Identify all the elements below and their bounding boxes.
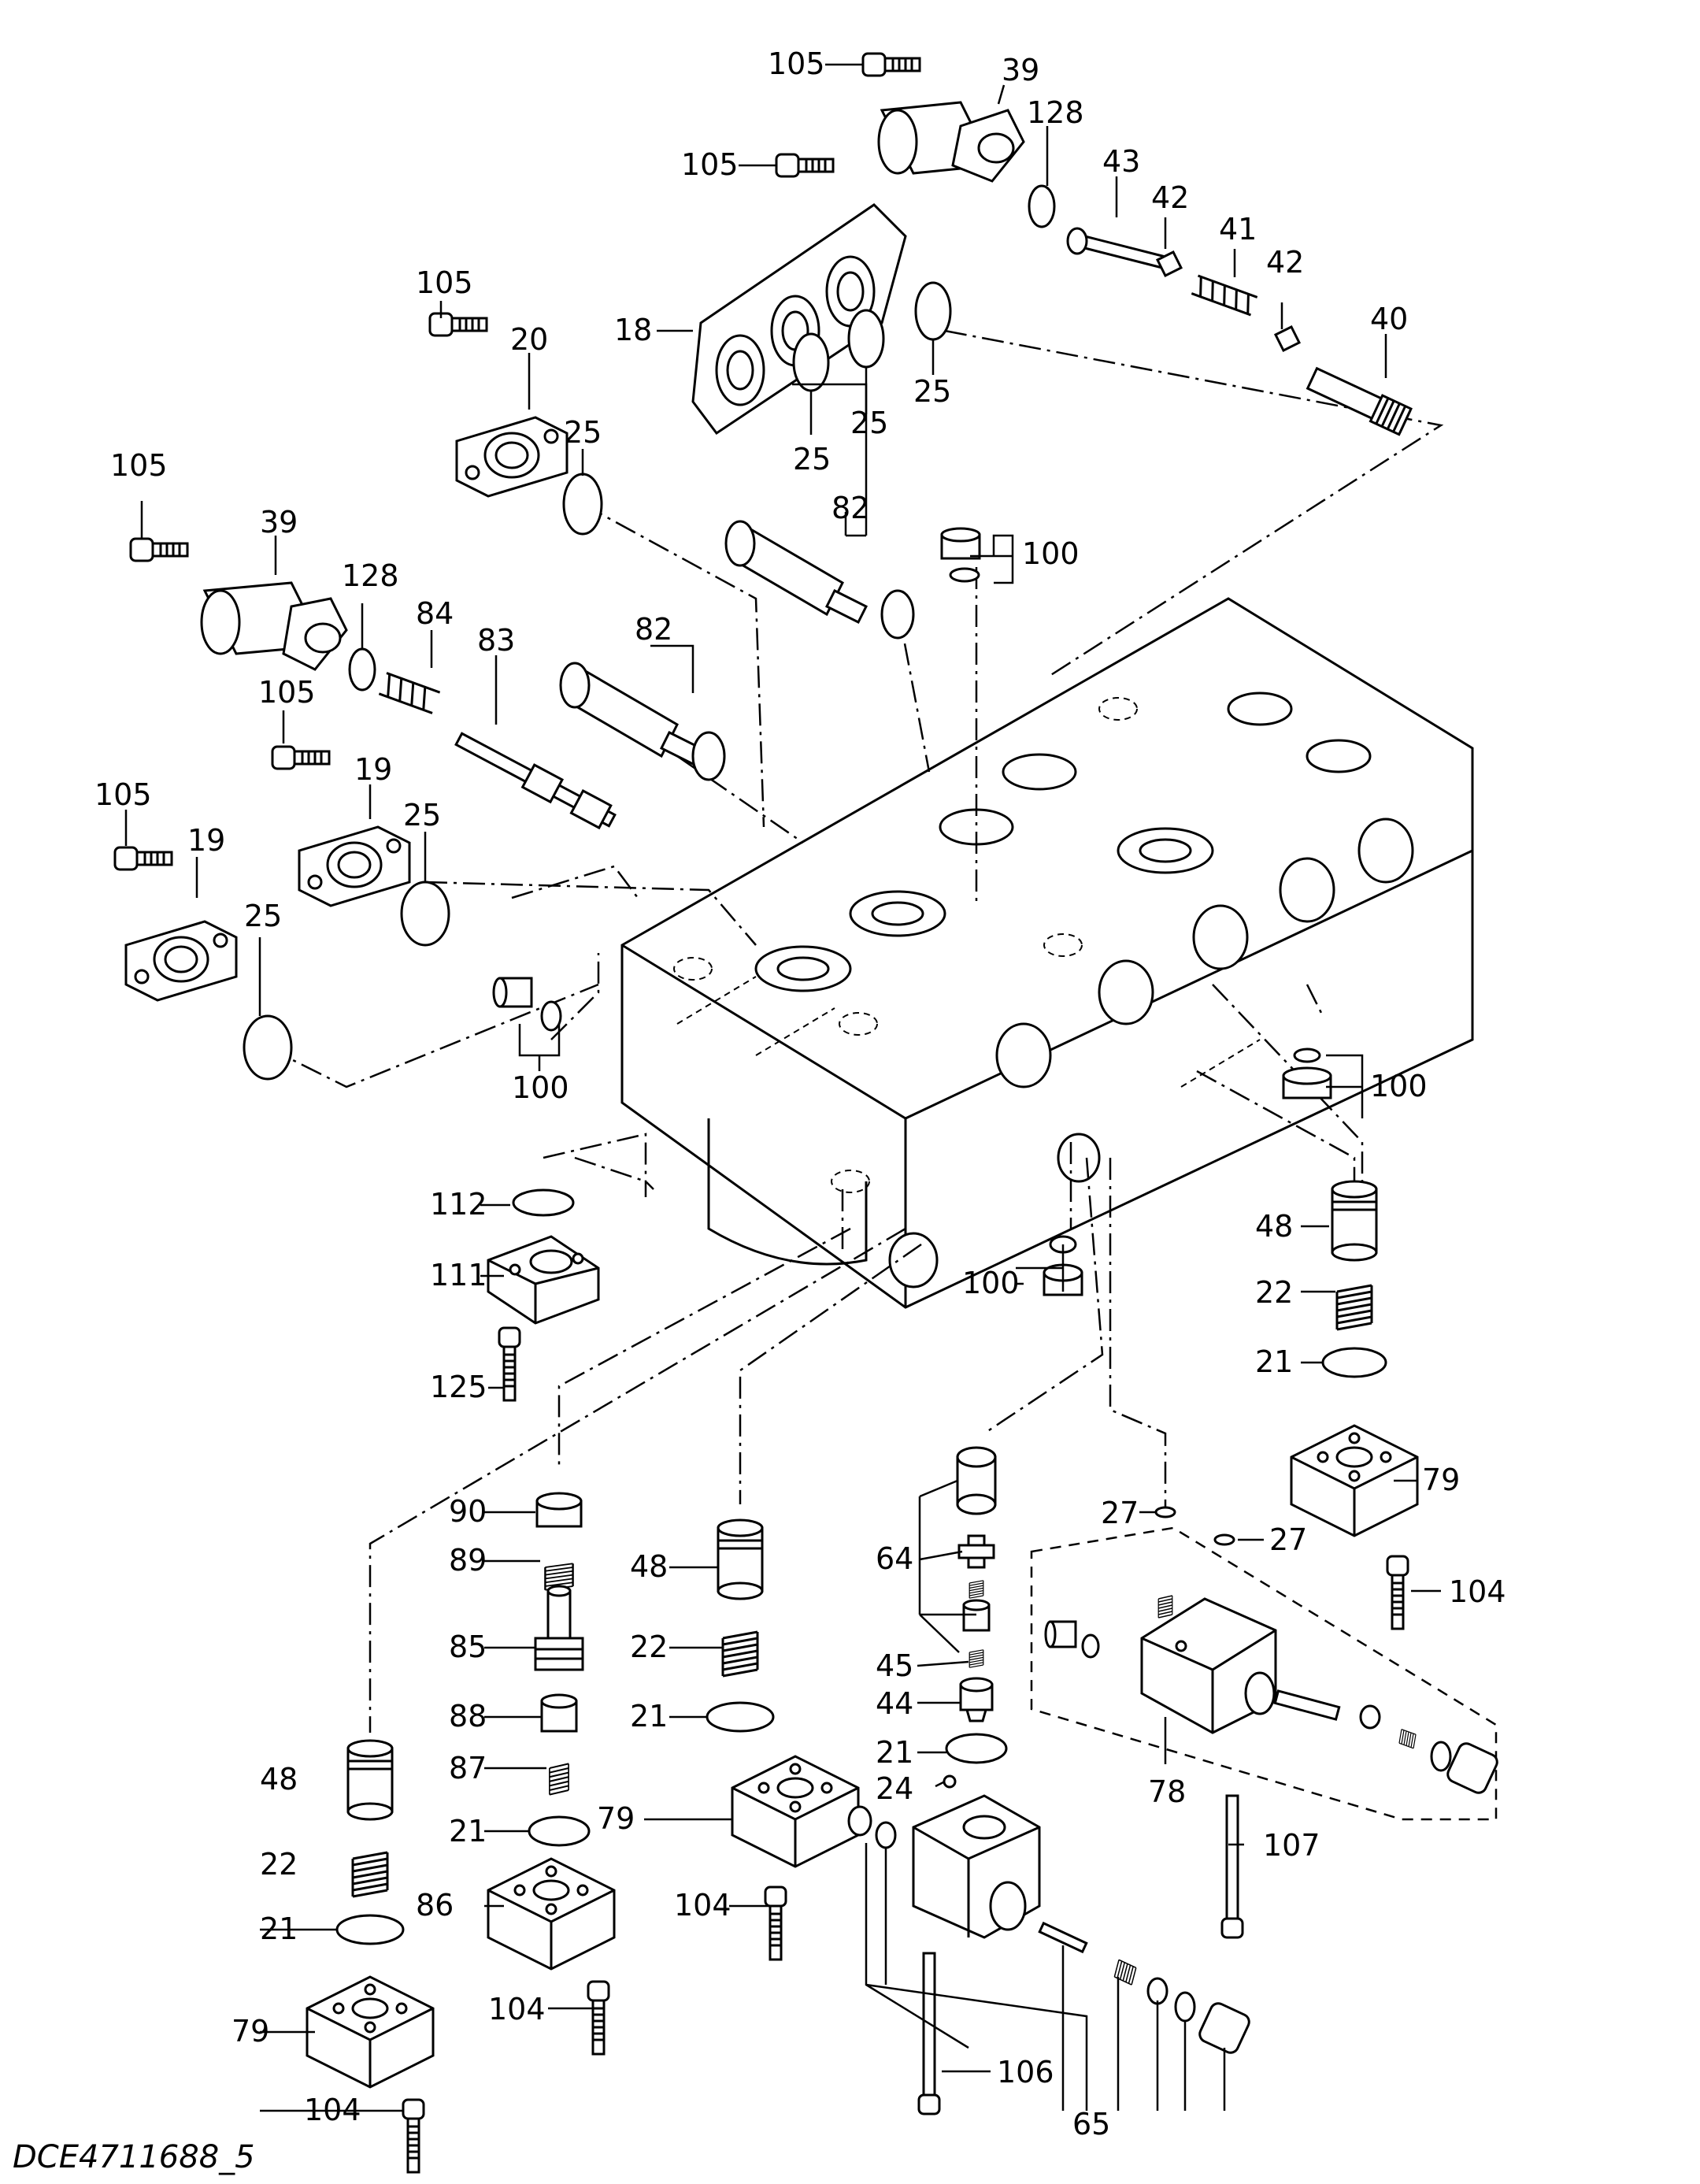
label-105: 105	[94, 777, 152, 812]
label-104: 104	[304, 2093, 361, 2127]
label-79: 79	[1422, 1463, 1460, 1497]
label-105: 105	[768, 46, 825, 81]
label-19: 19	[187, 823, 225, 858]
leader-lines	[124, 63, 1441, 2112]
label-90: 90	[449, 1494, 487, 1529]
label-25: 25	[913, 374, 951, 409]
label-105: 105	[681, 147, 739, 182]
label-25: 25	[244, 899, 282, 933]
label-82: 82	[831, 491, 869, 525]
label-40: 40	[1370, 302, 1408, 336]
label-42: 42	[1151, 180, 1189, 215]
label-20: 20	[510, 322, 548, 357]
label-86: 86	[416, 1888, 454, 1923]
label-105: 105	[110, 448, 168, 483]
label-79: 79	[231, 2014, 269, 2049]
label-128: 128	[342, 558, 399, 593]
label-128: 128	[1027, 95, 1084, 130]
subassembly-78-outline	[1030, 1526, 1498, 1821]
label-24: 24	[876, 1771, 913, 1806]
label-27: 27	[1269, 1522, 1307, 1557]
label-43: 43	[1102, 144, 1140, 179]
assembly-centerlines	[267, 329, 1444, 1733]
label-25: 25	[564, 415, 602, 450]
label-105: 105	[416, 265, 473, 300]
label-104: 104	[1449, 1574, 1506, 1609]
label-21: 21	[260, 1911, 298, 1946]
label-89: 89	[449, 1543, 487, 1578]
label-107: 107	[1263, 1828, 1320, 1863]
label-21: 21	[1255, 1344, 1293, 1379]
label-111: 111	[430, 1258, 487, 1292]
label-21: 21	[630, 1699, 668, 1733]
label-100: 100	[1370, 1069, 1428, 1103]
label-39: 39	[260, 505, 298, 540]
label-125: 125	[430, 1370, 487, 1404]
label-25: 25	[793, 442, 831, 476]
label-19: 19	[354, 752, 392, 787]
label-42: 42	[1266, 245, 1304, 280]
label-85: 85	[449, 1630, 487, 1664]
parts-upper	[428, 52, 1413, 640]
label-106: 106	[997, 2055, 1054, 2089]
label-65: 65	[1072, 2107, 1110, 2141]
label-18: 18	[614, 313, 652, 347]
label-104: 104	[674, 1888, 731, 1923]
parts-lower-left	[306, 1188, 616, 2174]
callout-labels: 105 39 128 43 42 41 42 40 105 18 25 25 2…	[94, 46, 1506, 2141]
label-78: 78	[1148, 1774, 1186, 1809]
parts-lower-middle	[706, 1446, 1250, 2115]
parts-left	[113, 537, 726, 1081]
label-22: 22	[260, 1847, 298, 1882]
label-25: 25	[850, 406, 888, 440]
label-104: 104	[488, 1992, 546, 2026]
label-21: 21	[876, 1735, 913, 1770]
parts-right	[1043, 1048, 1498, 1939]
label-48: 48	[630, 1549, 668, 1584]
label-39: 39	[1002, 53, 1039, 87]
label-27: 27	[1101, 1496, 1139, 1530]
valve-body	[620, 597, 1474, 1309]
drawing-code: DCE4711688_5	[13, 2139, 255, 2175]
label-25: 25	[403, 798, 441, 832]
label-105: 105	[258, 675, 316, 710]
label-88: 88	[449, 1699, 487, 1733]
label-100: 100	[512, 1070, 569, 1105]
label-41: 41	[1219, 212, 1257, 247]
label-45: 45	[876, 1648, 913, 1683]
label-22: 22	[1255, 1275, 1293, 1310]
label-83: 83	[477, 623, 515, 658]
label-82: 82	[635, 612, 672, 647]
label-21: 21	[449, 1814, 487, 1848]
label-44: 44	[876, 1686, 913, 1721]
label-100: 100	[1022, 536, 1080, 571]
label-100: 100	[962, 1266, 1020, 1300]
label-87: 87	[449, 1751, 487, 1785]
label-48: 48	[1255, 1209, 1293, 1244]
label-84: 84	[416, 596, 454, 631]
label-48: 48	[260, 1762, 298, 1797]
label-22: 22	[630, 1630, 668, 1664]
label-79: 79	[597, 1801, 635, 1836]
label-112: 112	[430, 1187, 487, 1222]
label-64: 64	[876, 1541, 913, 1576]
